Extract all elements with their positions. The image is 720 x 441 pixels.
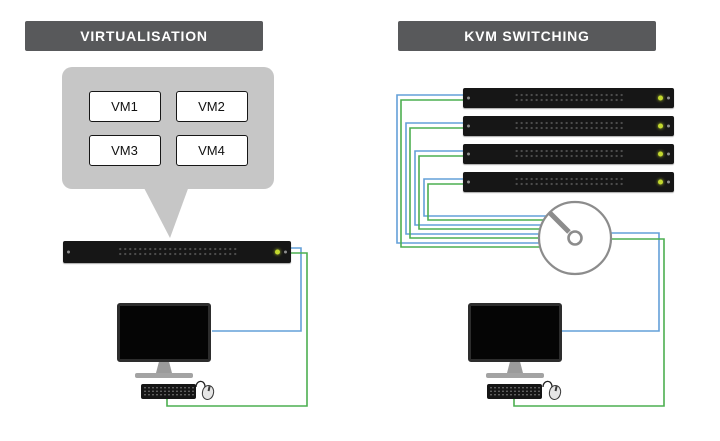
keyboard-keys	[143, 386, 194, 397]
cable-usb-server4	[427, 183, 575, 221]
monitor-stand-base	[486, 373, 544, 378]
keyboard-keys	[489, 386, 540, 397]
monitor-stand-neck	[156, 362, 172, 373]
kvm-switch-hub	[567, 230, 583, 246]
cable-usb-server1	[400, 99, 575, 248]
vm-box-1: VM1	[88, 90, 161, 122]
cable-video-left	[212, 247, 302, 332]
server-vents	[513, 176, 624, 188]
keyboard-left	[141, 384, 196, 399]
server-vents	[117, 246, 237, 258]
monitor-screen	[117, 303, 211, 362]
kvm-switch-pointer	[548, 211, 571, 234]
cable-usb-server3	[418, 155, 575, 230]
power-led	[658, 95, 663, 101]
monitor-left	[117, 303, 211, 378]
rack-server-virtualisation	[63, 241, 291, 263]
rack-server-2	[463, 116, 674, 136]
rack-server-4	[463, 172, 674, 192]
cable-video-server3	[414, 150, 575, 226]
virtualisation-header: VIRTUALISATION	[25, 21, 263, 51]
server-vents	[513, 92, 624, 104]
cable-usb-console	[513, 238, 665, 407]
rack-server-1	[463, 88, 674, 108]
kvm-switch-icon	[537, 200, 613, 276]
cable-video-console	[562, 232, 660, 332]
speech-bubble-tail	[143, 186, 189, 238]
monitor-screen	[468, 303, 562, 362]
keyboard-right	[487, 384, 542, 399]
cable-usb-left	[166, 252, 308, 407]
vm-speech-bubble: VM1 VM2 VM3 VM4	[62, 67, 274, 189]
monitor-right	[468, 303, 562, 378]
server-vents	[513, 120, 624, 132]
cable-video-server2	[405, 122, 575, 235]
kvm-switching-header: KVM SWITCHING	[398, 21, 656, 51]
power-led	[658, 123, 663, 129]
vm-box-3: VM3	[88, 134, 161, 166]
monitor-stand-neck	[507, 362, 523, 373]
monitor-stand-base	[135, 373, 193, 378]
power-led	[658, 179, 663, 185]
cable-usb-server2	[409, 127, 575, 239]
power-led	[658, 151, 663, 157]
power-led	[275, 249, 280, 255]
cable-video-server4	[423, 178, 575, 217]
vm-box-4: VM4	[175, 134, 248, 166]
vm-box-2: VM2	[175, 90, 248, 122]
cable-video-server1	[396, 94, 575, 244]
server-vents	[513, 148, 624, 160]
rack-server-3	[463, 144, 674, 164]
